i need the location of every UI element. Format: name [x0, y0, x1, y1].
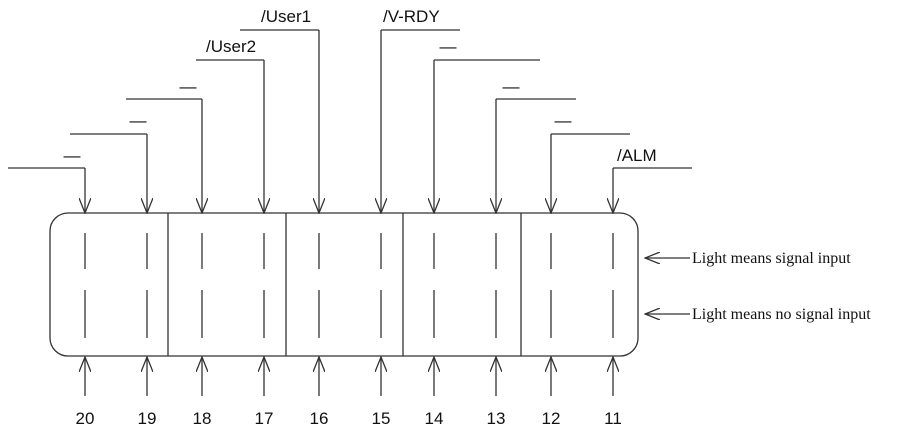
pin-number: 13 [487, 409, 506, 428]
legend-no-signal-input: Light means no signal input [692, 306, 871, 323]
signal-label: — [180, 77, 197, 96]
signal-label: /User1 [261, 7, 311, 26]
pin-number: 17 [255, 409, 274, 428]
lamp-segments [84, 233, 614, 338]
pin-number: 15 [372, 409, 391, 428]
indicator-housing [49, 212, 639, 357]
signal-label: /V-RDY [383, 7, 440, 26]
signal-label: — [64, 146, 81, 165]
legend-signal-input: Light means signal input [692, 250, 851, 267]
pin-number: 16 [310, 409, 329, 428]
signal-label: — [503, 77, 520, 96]
signal-label: /User2 [206, 37, 256, 56]
signal-label: — [440, 37, 457, 56]
pin-number: 12 [542, 409, 561, 428]
bottom-connectors: 20 19 18 17 16 15 14 13 12 11 [76, 357, 622, 428]
signal-label: — [130, 111, 147, 130]
pin-number: 19 [138, 409, 157, 428]
signal-label: /ALM [617, 146, 657, 165]
signal-label: — [555, 111, 572, 130]
pin-number: 18 [193, 409, 212, 428]
top-connectors: ———/User2/User1/V-RDY———/ALM [8, 7, 692, 213]
pin-number: 20 [76, 409, 95, 428]
pin-number: 11 [604, 409, 622, 428]
pin-number: 14 [425, 409, 444, 428]
